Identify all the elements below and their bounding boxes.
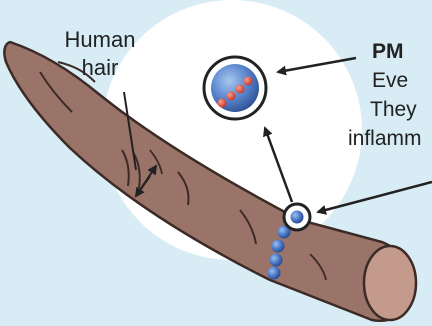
- side-line2: They: [370, 98, 417, 121]
- magnified-particle-icon: [204, 57, 266, 119]
- side-line3: inflamm: [348, 127, 422, 150]
- hair-label-line2: hair: [82, 55, 119, 80]
- side-heading: PM: [372, 40, 404, 63]
- hair-label-line1: Human: [65, 27, 136, 52]
- side-line1: Eve: [372, 69, 408, 92]
- highlighted-particle: [284, 204, 310, 230]
